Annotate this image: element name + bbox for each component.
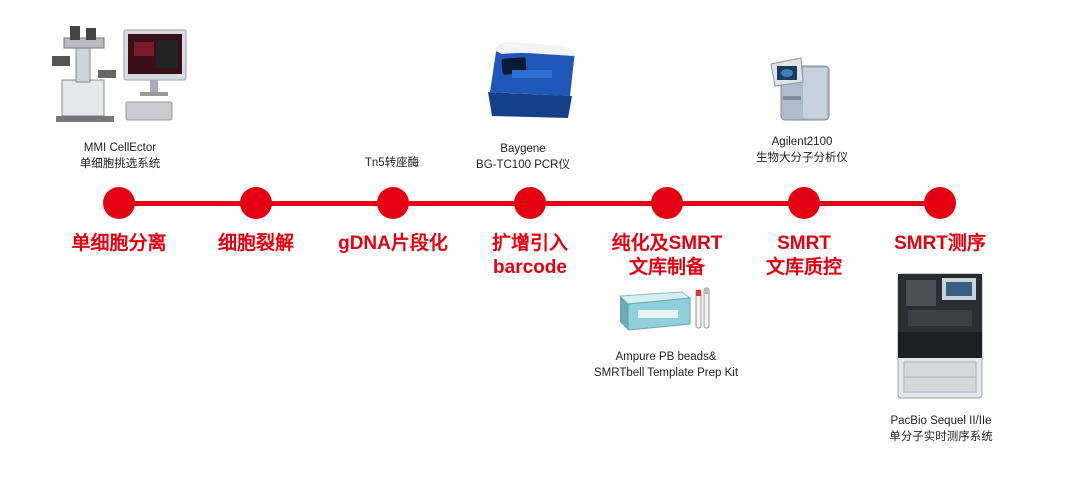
microscope-workstation-icon	[52, 26, 187, 122]
step-label-6: SMRT 文库质控	[765, 233, 842, 278]
step-label-5: 纯化及SMRT 文库制备	[611, 233, 723, 278]
step-node-4	[514, 187, 546, 219]
cellector-caption: MMI CellEctor 单细胞挑选系统	[79, 142, 161, 170]
step-label-7: SMRT测序	[894, 233, 986, 254]
step-label-4: 扩增引入 barcode	[491, 233, 568, 278]
tn5-caption: Tn5转座酶	[364, 157, 420, 169]
step-label-3: gDNA片段化	[338, 233, 448, 254]
bioanalyzer-icon	[770, 57, 830, 121]
step-node-5	[651, 187, 683, 219]
reagent-kit-icon	[618, 287, 710, 331]
step-label-1: 单细胞分离	[71, 233, 167, 254]
ampure-caption: Ampure PB beads& SMRTbell Template Prep …	[593, 351, 739, 379]
sequencer-icon	[897, 273, 983, 399]
step-node-1	[103, 187, 135, 219]
agilent-caption: Agilent2100 生物大分子分析仪	[756, 136, 848, 164]
pcr-thermocycler-icon	[488, 42, 575, 118]
pacbio-caption: PacBio Sequel II/IIe 单分子实时测序系统	[889, 415, 993, 443]
step-node-3	[377, 187, 409, 219]
step-node-6	[788, 187, 820, 219]
baygene-caption: Baygene BG-TC100 PCR仪	[476, 143, 570, 171]
step-node-2	[240, 187, 272, 219]
step-node-7	[924, 187, 956, 219]
step-label-2: 细胞裂解	[217, 233, 294, 254]
